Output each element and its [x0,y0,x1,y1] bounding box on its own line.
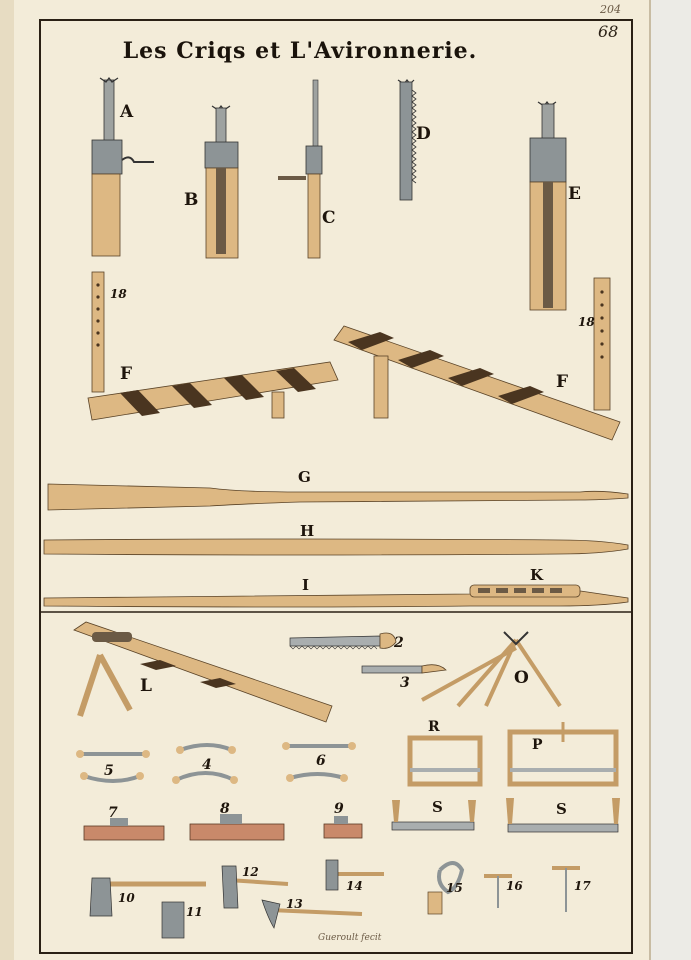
post-18-left [91,271,105,393]
jack-e [529,101,567,311]
label-p: P [532,737,543,753]
board-f-right [333,325,621,441]
jack-c [278,79,323,259]
label-5: 5 [104,763,114,779]
pit-saw-left [391,800,476,831]
oar-h [43,538,629,556]
plane-8 [189,814,285,841]
label-s-left: S [432,798,443,816]
oar-g [47,483,629,511]
label-i: I [302,576,310,594]
jack-b [204,105,239,259]
rack-d [397,79,417,201]
label-s-right: S [556,800,567,818]
label-4: 4 [202,757,212,773]
label-7: 7 [108,805,118,821]
brace-15 [427,861,465,915]
drawknife-5b [80,772,144,783]
label-2: 2 [394,635,404,651]
label-18-right: 18 [578,315,595,329]
drawknife-6a [282,742,356,750]
label-a: A [120,102,134,122]
drawknife-5a [76,750,150,758]
auger-16 [484,874,512,908]
label-6: 6 [316,753,326,769]
plane-7 [83,818,165,841]
label-r: R [428,719,440,735]
label-l: L [140,676,152,696]
label-e: E [568,184,581,204]
label-13: 13 [286,897,303,911]
label-f-left: F [120,364,133,384]
plate-title: Les Criqs et L'Avironnerie. [122,38,478,64]
drawknife-4a [176,743,236,754]
drawknife-6b [286,772,348,782]
axe-11 [161,901,185,939]
label-9: 9 [334,801,344,817]
label-8: 8 [220,801,230,817]
top-page-number: 204 [600,3,621,16]
frame-saw-r [407,735,483,787]
bench-l [73,621,333,723]
hammer-14 [325,859,384,891]
post-18-right [593,277,611,411]
label-3: 3 [400,675,410,691]
engraver-signature: Gueroult fecit [318,933,382,943]
label-h: H [300,522,315,540]
label-f-right: F [556,372,569,392]
label-11: 11 [186,905,203,919]
label-b: B [184,190,199,210]
handsaw-3 [361,664,447,674]
label-c: C [322,208,336,228]
auger-17 [552,866,580,912]
plane-9 [323,816,363,839]
axe-10 [89,877,206,917]
label-14: 14 [346,879,363,893]
pit-saw-right [506,798,620,833]
board-f-left [87,361,339,421]
label-18-left: 18 [110,287,127,301]
label-10: 10 [118,891,135,905]
adze-13 [261,899,363,929]
label-16: 16 [506,879,523,893]
trestle-o [421,631,562,708]
label-17: 17 [574,879,591,893]
jack-a [91,77,154,257]
label-15: 15 [446,881,463,895]
label-k: K [530,566,544,584]
label-o: O [514,668,529,688]
label-d: D [416,124,431,144]
page-number: 68 [598,22,619,41]
label-g: G [298,468,311,486]
drawknife-4b [172,771,238,784]
handsaw-2 [289,632,397,650]
outer-border [39,19,633,954]
label-12: 12 [242,865,259,879]
frame-saw-p [507,722,619,787]
oar-i [43,584,629,608]
hatchet-12 [221,865,289,909]
